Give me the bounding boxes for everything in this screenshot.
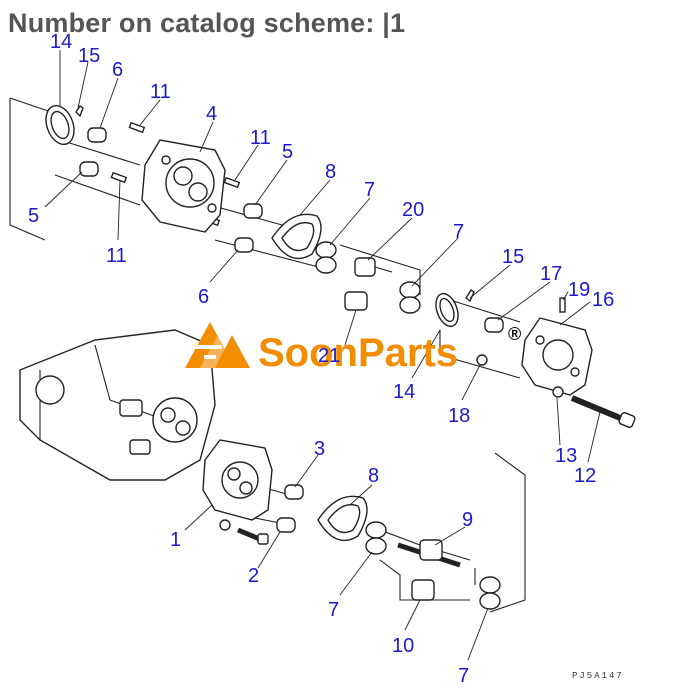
parts-upper <box>45 104 636 428</box>
callout-11-c: 11 <box>106 245 127 267</box>
parts-lower <box>202 439 501 610</box>
callout-18: 18 <box>448 405 470 427</box>
callout-15-b: 15 <box>502 246 524 268</box>
callout-3: 3 <box>314 438 325 460</box>
callout-10: 10 <box>392 635 414 657</box>
callout-8-b: 8 <box>368 465 379 487</box>
callout-19: 19 <box>568 279 590 301</box>
callout-21: 21 <box>318 345 340 367</box>
callout-17: 17 <box>540 263 562 285</box>
callout-7-d: 7 <box>458 665 469 687</box>
callout-11-b: 11 <box>250 127 271 149</box>
page-title: Number on catalog scheme: |1 <box>8 8 406 38</box>
callout-5-b: 5 <box>28 205 39 227</box>
pump-body <box>19 329 216 481</box>
callout-11-a: 11 <box>150 81 171 103</box>
callout-7-c: 7 <box>328 599 339 621</box>
callout-12: 12 <box>574 465 596 487</box>
callout-8-a: 8 <box>325 161 336 183</box>
callout-1: 1 <box>170 529 181 551</box>
callout-14-b: 14 <box>393 381 415 403</box>
warning-figures-icon <box>185 322 250 368</box>
callout-6-a: 6 <box>112 59 123 81</box>
registered-mark: ® <box>508 324 521 344</box>
callout-7-b: 7 <box>453 221 464 243</box>
callout-14-a: 14 <box>50 31 72 53</box>
watermark-logo: SoonParts ® <box>185 322 521 375</box>
callout-13: 13 <box>555 445 577 467</box>
callout-4: 4 <box>206 103 217 125</box>
callout-15-a: 15 <box>78 45 100 67</box>
callout-labels: 14 15 6 11 4 11 5 5 8 7 20 11 7 6 15 17 … <box>28 31 614 687</box>
callout-16: 16 <box>592 289 614 311</box>
callout-7-a: 7 <box>364 179 375 201</box>
callout-2: 2 <box>248 565 259 587</box>
leader-lines <box>44 50 601 661</box>
callout-9: 9 <box>462 509 473 531</box>
watermark-text: SoonParts <box>258 331 458 375</box>
callout-5-a: 5 <box>282 141 293 163</box>
callout-20: 20 <box>402 199 424 221</box>
drawing-code: PJ5A147 <box>572 671 624 681</box>
callout-6-b: 6 <box>198 286 209 308</box>
